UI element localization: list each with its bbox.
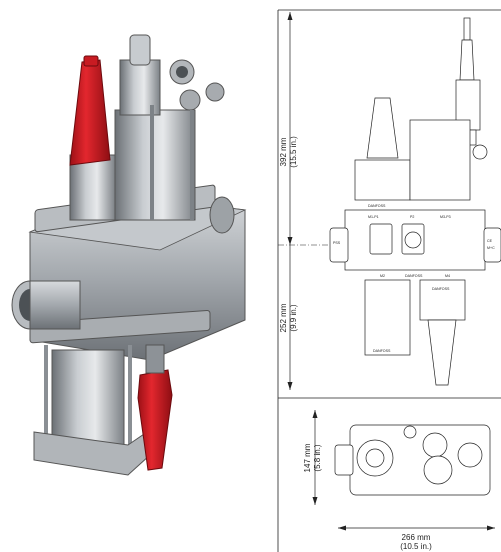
dim-bottom-height-mm: 252 mm	[279, 303, 288, 332]
lbl-port-right: CE	[487, 239, 493, 243]
lower-flange	[29, 310, 211, 344]
lbl-port-right-sub: M+C	[487, 246, 495, 250]
tie-rod-2	[128, 345, 132, 450]
elev-lower-left	[364, 279, 411, 356]
arrow-width-left	[338, 525, 346, 531]
plan-port-5	[403, 425, 417, 439]
dim-bottom-height-in: (9.9 in.)	[289, 304, 298, 331]
lbl-p2: P2	[410, 215, 414, 219]
elev-lower-right	[419, 279, 466, 321]
dim-plan-width-mm: 266 mm	[402, 533, 431, 542]
elev-window-1	[369, 223, 393, 255]
lower-stem	[145, 344, 165, 374]
plan-left-pipe	[334, 444, 354, 476]
actuator-rod-2	[190, 110, 194, 220]
actuator-top	[129, 34, 151, 66]
dim-top-height-in: (15.5 in.)	[289, 136, 298, 168]
lbl-brand-lower: DANFOSS	[373, 349, 391, 353]
elev-lower-cone	[427, 319, 457, 386]
elev-actuator-cone	[459, 39, 475, 81]
arrow-depth-top	[312, 410, 318, 418]
tie-rod-1	[44, 345, 48, 450]
elevation-view	[329, 17, 501, 386]
lbl-brand-middle: DANFOSS	[405, 274, 423, 278]
lbl-port-left: PSS	[333, 241, 341, 245]
plan-port-3	[423, 455, 453, 485]
gauge-port-3	[205, 82, 225, 102]
elev-port-left	[329, 227, 349, 263]
elev-centre-dial	[404, 231, 422, 249]
elev-upper-right	[409, 119, 471, 201]
plan-port-1-inner	[365, 448, 385, 468]
upper-red-cap	[69, 59, 111, 166]
plan-port-4	[457, 442, 483, 468]
upper-tower-right	[114, 109, 196, 221]
left-pipe-barrel	[29, 280, 81, 330]
right-pipe	[209, 196, 235, 234]
lower-cylinder	[51, 349, 125, 451]
lbl-m2: M2	[380, 274, 385, 278]
dim-plan-width-in: (10.5 in.)	[400, 542, 432, 551]
elev-port-right	[483, 227, 501, 263]
dimension-drawing: 392 mm (15.5 in.) 252 mm (9.9 in.) DANFO…	[277, 9, 501, 552]
elev-upper-left	[354, 159, 411, 201]
arrow-bottom	[287, 382, 293, 390]
lbl-brand-side: DANFOSS	[432, 287, 450, 291]
lbl-m3-p3: M3-P3	[440, 215, 451, 219]
gauge-port-2	[179, 89, 201, 111]
arrow-top	[287, 12, 293, 20]
plan-view	[334, 424, 491, 496]
dim-plan-depth-mm: 147 mm	[303, 443, 312, 472]
valve-station-rendering	[11, 34, 247, 476]
actuator-rod-1	[150, 105, 154, 220]
elev-side-knob	[472, 144, 488, 160]
actuator-cap	[119, 59, 161, 116]
dim-plan-depth-in: (5.8 in.)	[313, 444, 322, 471]
lbl-brand-upper: DANFOSS	[368, 204, 386, 208]
lower-red-cap	[137, 369, 173, 471]
elev-upper-left-cap	[366, 97, 399, 159]
elev-actuator-tip	[463, 17, 471, 41]
upper-red-cap-tip	[83, 55, 99, 67]
lbl-m4: M4	[445, 274, 450, 278]
arrow-width-right	[487, 525, 495, 531]
gauge-port-1-bore	[176, 66, 188, 78]
arrow-depth-bottom	[312, 497, 318, 505]
upper-tower-left	[69, 154, 116, 221]
plan-port-2	[422, 432, 448, 458]
arrow-top-b	[287, 237, 293, 245]
lbl-m1-p1: M1-P1	[368, 215, 379, 219]
dim-top-height-mm: 392 mm	[279, 137, 288, 166]
